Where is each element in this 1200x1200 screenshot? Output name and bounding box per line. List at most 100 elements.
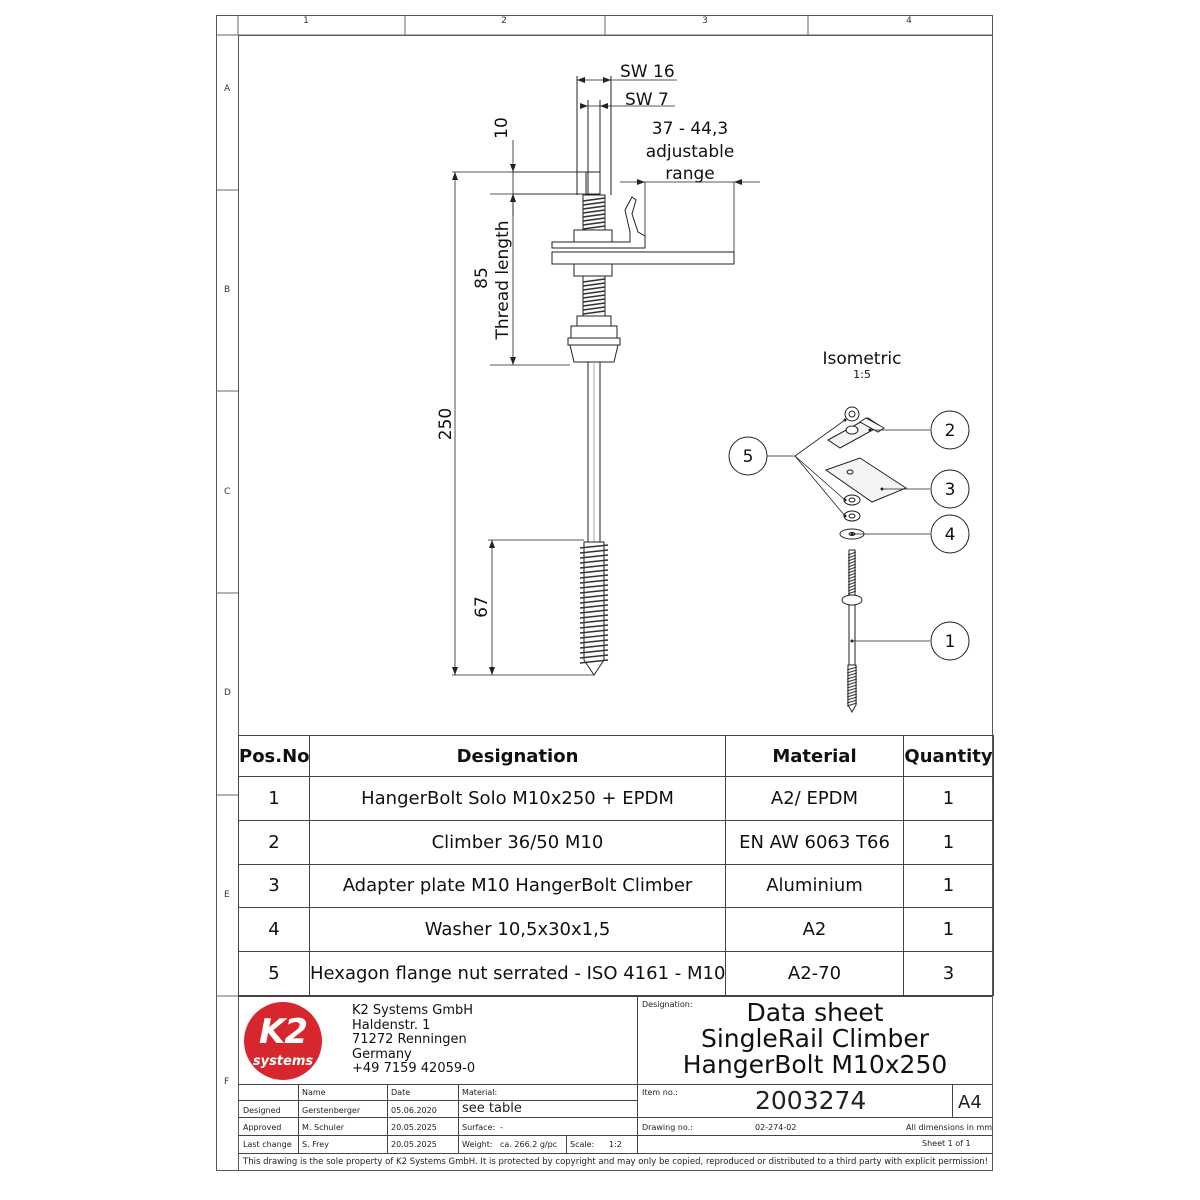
thread-line (579, 599, 609, 604)
thread-line (579, 649, 609, 654)
weight-label: Weight: (462, 1140, 493, 1149)
thread-line (579, 569, 609, 574)
table-row: 3 Adapter plate M10 HangerBolt Climber A… (238, 863, 994, 909)
thread-line (847, 563, 857, 568)
thread-line (579, 594, 609, 599)
cell-designation: HangerBolt Solo M10x250 + EPDM (309, 776, 726, 821)
dimensions-note: All dimensions in mm (906, 1123, 993, 1132)
thread-line (579, 564, 609, 569)
parts-table: Pos.No. Designation Material Quantity 1 … (238, 735, 994, 996)
cell-quantity: 1 (903, 907, 994, 953)
cell-pos: 2 (238, 819, 310, 865)
title-block-line (238, 1117, 993, 1118)
thread-line (579, 644, 609, 649)
k2-logo: K2 systems (244, 1002, 322, 1080)
header-designation: Designation (309, 735, 726, 777)
company-line: Haldenstr. 1 (352, 1017, 431, 1033)
header-pos: Pos.No. (238, 735, 310, 777)
cell-pos: 4 (238, 907, 310, 953)
thread-line (847, 581, 857, 586)
thread-line (579, 559, 609, 564)
dim-sw7: SW 7 (625, 90, 669, 110)
drawing-number: 02-274-02 (755, 1123, 797, 1132)
dim-range-label1: adjustable (646, 142, 735, 162)
title-block-divider (566, 1135, 567, 1153)
thread-line (579, 609, 609, 614)
drawing-no-label: Drawing no.: (642, 1123, 693, 1132)
thread-line (847, 557, 857, 562)
title-block-divider (458, 1084, 459, 1153)
thread-line (847, 575, 857, 580)
cell-material: A2 (725, 907, 904, 953)
dim-sw16: SW 16 (620, 62, 675, 82)
thread-line (846, 699, 858, 704)
thread-line (847, 578, 857, 583)
cell-designation: Climber 36/50 M10 (309, 819, 726, 865)
thread-line (846, 681, 858, 686)
thread-line (579, 574, 609, 579)
item-label: Item no.: (642, 1088, 678, 1097)
balloon-5: 5 (743, 447, 754, 467)
col-name-label: Name (302, 1088, 326, 1097)
thread-line (579, 554, 609, 559)
thread-line (579, 624, 609, 629)
title-line: Data sheet (746, 998, 884, 1027)
zone-row-b: B (224, 285, 231, 295)
table-row: 1 HangerBolt Solo M10x250 + EPDM A2/ EPD… (238, 776, 994, 821)
thread-line (847, 572, 857, 577)
title-line: HangerBolt M10x250 (682, 1050, 948, 1079)
thread-line (582, 294, 606, 299)
thread-line (579, 549, 609, 554)
copyright-notice: This drawing is the sole property of K2 … (243, 1157, 989, 1167)
logo-sub: systems (252, 1054, 314, 1069)
title-block-line (238, 1084, 993, 1085)
last-change-name: S. Frey (302, 1140, 329, 1149)
thread-line (582, 282, 606, 287)
thread-line (846, 672, 858, 677)
thread-line (582, 302, 606, 307)
thread-line (846, 690, 858, 695)
thread-line (846, 684, 858, 689)
company-line: K2 Systems GmbH (352, 1003, 474, 1018)
thread-line (846, 675, 858, 680)
material-label: Material: (462, 1088, 498, 1097)
title-block-divider (952, 1084, 953, 1117)
title-block-divider (298, 1084, 299, 1153)
thread-line (582, 310, 606, 315)
balloon-4: 4 (945, 525, 956, 545)
cell-material: A2-70 (725, 951, 904, 996)
thread-line (582, 213, 606, 218)
thread-line (847, 566, 857, 571)
cell-quantity: 1 (903, 819, 994, 865)
zone-col-3: 3 (702, 16, 708, 26)
dim-67: 67 (472, 596, 492, 618)
thread-line (846, 669, 858, 674)
thread-line (582, 306, 606, 311)
thread-line (582, 298, 606, 303)
thread-line (847, 551, 857, 556)
zone-row-f: F (224, 1077, 230, 1087)
cell-material: EN AW 6063 T66 (725, 819, 904, 865)
thread-line (847, 569, 857, 574)
sheet-count: Sheet 1 of 1 (922, 1139, 971, 1148)
header-quantity: Quantity (903, 735, 994, 777)
company-address: K2 Systems GmbH Haldenstr. 1 71272 Renni… (352, 1003, 475, 1077)
thread-line (579, 634, 609, 639)
surface-value: - (500, 1123, 503, 1132)
thread-line (847, 560, 857, 565)
thread-line (847, 554, 857, 559)
table-row: 2 Climber 36/50 M10 EN AW 6063 T66 1 (238, 819, 994, 865)
thread-line (579, 659, 609, 664)
thread-line (846, 702, 858, 707)
cell-pos: 5 (238, 951, 310, 996)
thread-line (582, 209, 606, 214)
zone-row-d: D (224, 688, 231, 698)
company-line: 71272 Renningen (352, 1032, 467, 1047)
header-material: Material (725, 735, 904, 777)
thread-line (579, 619, 609, 624)
company-line: Germany (352, 1046, 412, 1062)
thread-line (582, 217, 606, 222)
cell-quantity: 1 (903, 776, 994, 821)
